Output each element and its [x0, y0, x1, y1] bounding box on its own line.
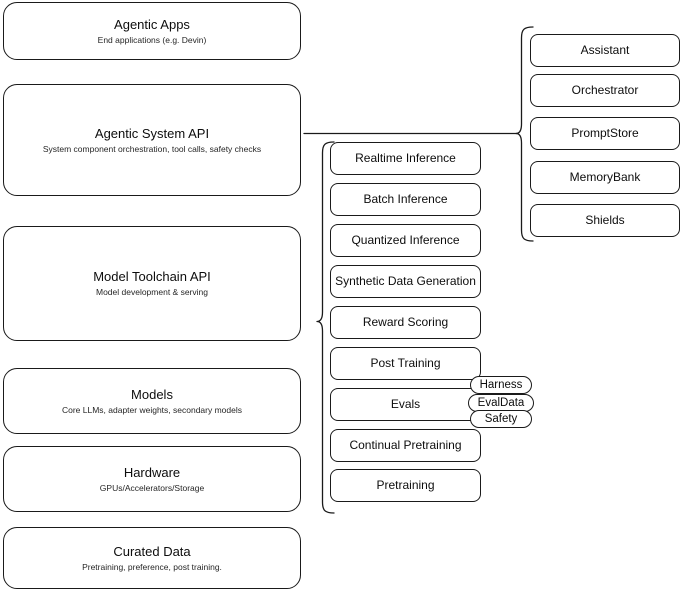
component-label: Shields: [585, 213, 625, 227]
stack-layer-title: Models: [131, 386, 173, 402]
component-label: Evals: [390, 397, 421, 411]
stack-layer-agentic-apps[interactable]: Agentic Apps End applications (e.g. Devi…: [3, 2, 301, 60]
stack-layer-subtitle: Model development & serving: [96, 287, 208, 297]
agentic-component-shields[interactable]: Shields: [530, 204, 680, 237]
agentic-component-memorybank[interactable]: MemoryBank: [530, 161, 680, 194]
eval-tag-harness[interactable]: Harness: [470, 376, 532, 394]
stack-layer-hardware[interactable]: Hardware GPUs/Accelerators/Storage: [3, 446, 301, 512]
component-label: PromptStore: [571, 126, 639, 140]
stack-layer-subtitle: Core LLMs, adapter weights, secondary mo…: [61, 404, 242, 415]
toolchain-component-reward-scoring[interactable]: Reward Scoring: [330, 306, 481, 339]
stack-layer-title: Curated Data: [113, 543, 191, 559]
component-label: Pretraining: [376, 478, 435, 492]
stack-layer-subtitle: GPUs/Accelerators/Storage: [99, 482, 205, 493]
stack-layer-title: Model Toolchain API: [93, 269, 211, 284]
stack-layer-agentic-system-api[interactable]: Agentic System API System component orch…: [3, 84, 301, 196]
component-label: Realtime Inference: [355, 151, 456, 165]
toolchain-component-batch-inference[interactable]: Batch Inference: [330, 183, 481, 216]
eval-tag-safety[interactable]: Safety: [470, 410, 532, 428]
toolchain-component-quantized-inference[interactable]: Quantized Inference: [330, 224, 481, 257]
stack-layer-title: Hardware: [123, 464, 181, 480]
component-label: Reward Scoring: [362, 315, 449, 329]
stack-layer-title: Agentic System API: [94, 125, 210, 141]
stack-layer-models[interactable]: Models Core LLMs, adapter weights, secon…: [3, 368, 301, 434]
stack-layer-curated-data[interactable]: Curated Data Pretraining, preference, po…: [3, 527, 301, 589]
stack-layer-title: Agentic Apps: [114, 16, 190, 32]
stack-layer-subtitle: Pretraining, preference, post training.: [82, 561, 222, 572]
component-label: Post Training: [370, 356, 441, 370]
component-label: Synthetic Data Generation: [335, 274, 476, 288]
component-label: Orchestrator: [571, 83, 639, 97]
toolchain-component-realtime-inference[interactable]: Realtime Inference: [330, 142, 481, 175]
stack-layer-subtitle: End applications (e.g. Devin): [97, 34, 207, 45]
stack-layer-model-toolchain-api[interactable]: Model Toolchain API Model development & …: [3, 226, 301, 341]
component-label: Continual Pretraining: [349, 438, 462, 452]
agentic-component-orchestrator[interactable]: Orchestrator: [530, 74, 680, 107]
agentic-component-promptstore[interactable]: PromptStore: [530, 117, 680, 150]
agentic-component-assistant[interactable]: Assistant: [530, 34, 680, 67]
component-label: MemoryBank: [569, 170, 641, 184]
toolchain-component-pretraining[interactable]: Pretraining: [330, 469, 481, 502]
component-label: Batch Inference: [363, 192, 448, 206]
stack-layer-subtitle: System component orchestration, tool cal…: [42, 143, 262, 154]
toolchain-component-continual-pretraining[interactable]: Continual Pretraining: [330, 429, 481, 462]
component-label: Quantized Inference: [351, 233, 460, 247]
toolchain-component-synthetic-data-generation[interactable]: Synthetic Data Generation: [330, 265, 481, 298]
toolchain-component-post-training[interactable]: Post Training: [330, 347, 481, 380]
component-label: Assistant: [580, 43, 630, 57]
toolchain-component-evals[interactable]: Evals: [330, 388, 481, 421]
